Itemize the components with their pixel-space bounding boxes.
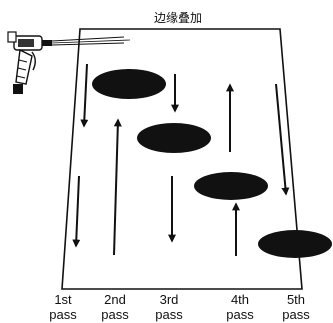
pass-1-label: 1st — [54, 292, 72, 307]
pass-2-label-sub: pass — [101, 307, 129, 322]
pass-3-label-sub: pass — [155, 307, 183, 322]
pass-5-label: 5th — [287, 292, 305, 307]
pass-5-arrow-down — [275, 83, 290, 196]
pass-1-label-sub: pass — [49, 307, 77, 322]
spray-gun-icon — [7, 31, 131, 94]
pass-2-label: 2nd — [104, 292, 126, 307]
pass-3-label: 3rd — [160, 292, 179, 307]
spray-mark — [258, 230, 332, 258]
pass-1-arrow-down — [72, 175, 81, 248]
pass-4-label: 4th — [231, 292, 249, 307]
spray-mark — [137, 123, 211, 153]
pass-4-label-sub: pass — [226, 307, 254, 322]
spray-mark — [194, 172, 268, 200]
pass-5-label-sub: pass — [282, 307, 310, 322]
pass-2-arrow-up — [113, 118, 122, 256]
pass-1-arrow-down — [80, 63, 89, 128]
diagram-title: 边缘叠加 — [154, 11, 202, 25]
spray-mark — [92, 69, 166, 99]
panel-outline — [61, 28, 303, 290]
